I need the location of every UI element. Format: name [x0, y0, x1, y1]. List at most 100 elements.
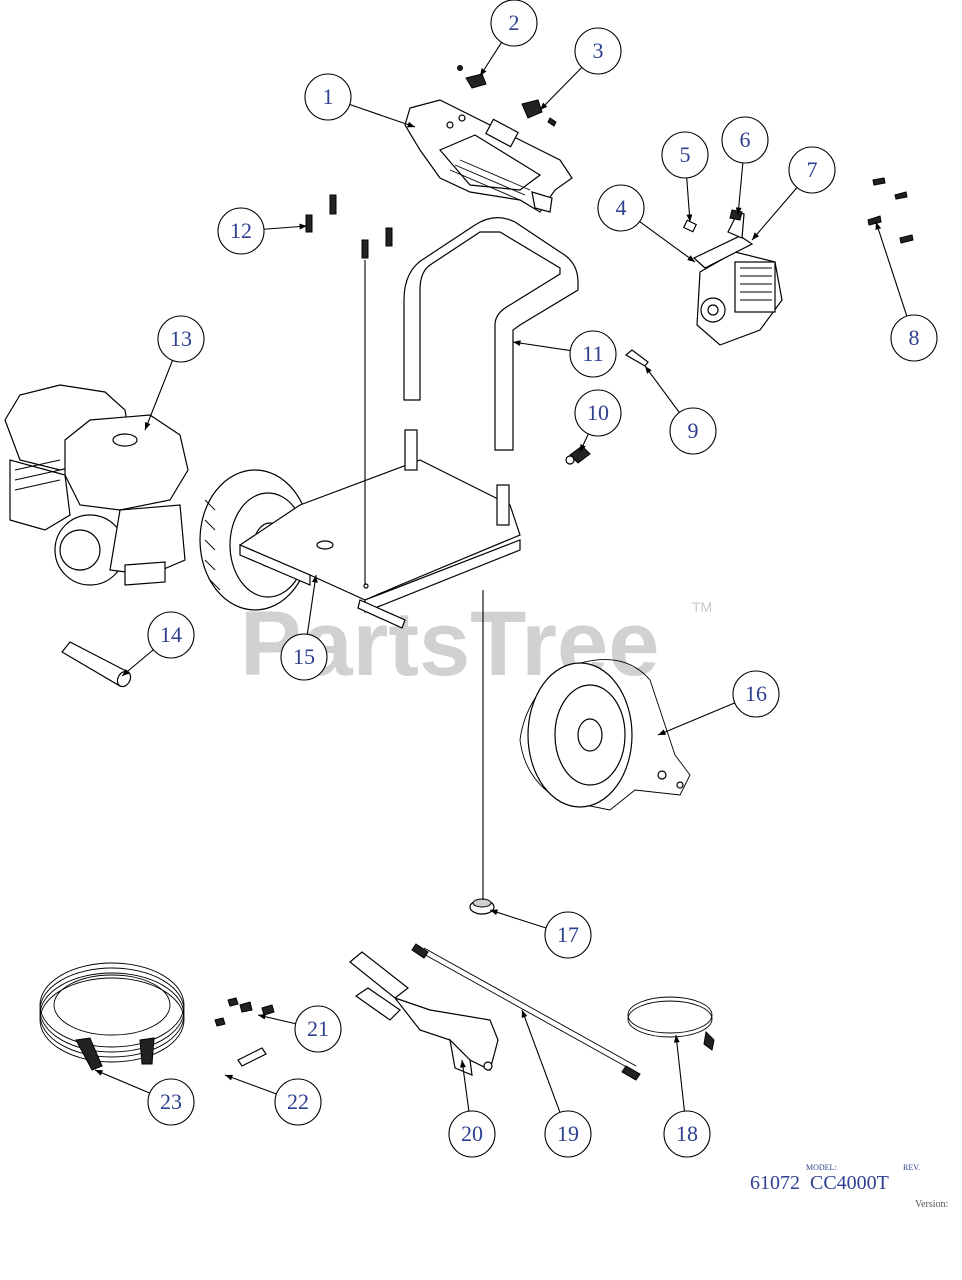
callout-leader-3 [539, 67, 583, 111]
tip-part-22 [237, 1047, 267, 1067]
callout-leader-19 [521, 1009, 561, 1113]
callout-12: 12 [217, 207, 308, 255]
callout-10: 10 [574, 389, 622, 453]
callout-leader-4 [639, 221, 696, 263]
callout-circle-23 [147, 1078, 195, 1126]
callout-arrow-9 [645, 366, 652, 374]
callout-arrow-17 [490, 909, 498, 916]
bolts-part-12 [305, 194, 393, 259]
knob-part-3 [521, 99, 557, 127]
callout-arrow-21 [258, 1013, 266, 1020]
callout-22: 22 [224, 1074, 322, 1126]
callout-circle-18 [663, 1110, 711, 1158]
callout-arrow-8 [875, 222, 882, 230]
callout-5: 5 [661, 131, 709, 223]
callout-leader-16 [657, 702, 735, 736]
callout-20: 20 [448, 1059, 496, 1158]
callout-number-11: 11 [582, 341, 603, 366]
bolts-part-8 [867, 177, 914, 244]
callout-2: 2 [479, 0, 538, 77]
callout-circle-15 [280, 633, 328, 681]
callout-number-18: 18 [676, 1121, 698, 1146]
callout-leader-8 [875, 221, 908, 317]
callout-leader-11 [512, 341, 571, 352]
callout-arrow-1 [407, 121, 415, 128]
callout-arrow-6 [735, 207, 742, 215]
callout-number-16: 16 [745, 681, 767, 706]
callout-arrow-13 [144, 422, 151, 430]
wheel-part-16 [519, 659, 691, 811]
callout-circle-19 [544, 1110, 592, 1158]
callout-number-9: 9 [688, 418, 699, 443]
callout-8: 8 [875, 221, 938, 362]
callout-leader-9 [644, 365, 680, 413]
callout-number-15: 15 [293, 644, 315, 669]
callout-circle-8 [890, 314, 938, 362]
callout-7: 7 [751, 146, 836, 241]
callout-number-13: 13 [170, 326, 192, 351]
callout-number-2: 2 [509, 10, 520, 35]
callout-leader-22 [224, 1074, 277, 1095]
knob-part-2 [457, 65, 487, 89]
callout-arrow-3 [540, 102, 548, 110]
callout-3: 3 [539, 27, 622, 111]
callout-leader-13 [144, 360, 174, 431]
hose-part-23 [39, 962, 185, 1071]
callout-number-20: 20 [461, 1121, 483, 1146]
frame-part-15 [238, 429, 521, 629]
callout-14: 14 [121, 611, 195, 677]
callout-leader-1 [349, 103, 416, 128]
callout-arrow-19 [521, 1010, 528, 1018]
callout-arrow-10 [580, 444, 586, 452]
version-label: Version: [915, 1199, 949, 1210]
callout-1: 1 [304, 73, 416, 128]
callout-9: 9 [644, 365, 717, 455]
callout-arrow-16 [658, 729, 666, 735]
callout-19: 19 [521, 1009, 592, 1158]
callout-circle-17 [544, 911, 592, 959]
sleeve-part-14 [61, 641, 132, 688]
screws-part-21 [214, 997, 275, 1027]
foot-part-17 [469, 898, 495, 915]
callout-circle-9 [669, 407, 717, 455]
callout-circle-7 [788, 146, 836, 194]
callout-13: 13 [144, 315, 205, 431]
callout-number-10: 10 [587, 400, 609, 425]
callout-circle-3 [574, 27, 622, 75]
rev-label: REV. [903, 1163, 920, 1172]
callout-17: 17 [489, 909, 592, 959]
callout-number-3: 3 [593, 38, 604, 63]
model-number: CC4000T [810, 1172, 889, 1194]
callout-number-6: 6 [740, 127, 751, 152]
callout-circle-2 [490, 0, 538, 47]
callout-arrow-11 [513, 340, 521, 347]
callout-leader-20 [461, 1059, 470, 1112]
knob-part-10 [565, 445, 591, 465]
callout-number-23: 23 [160, 1089, 182, 1114]
callout-arrow-15 [312, 575, 318, 583]
callout-leader-15 [306, 574, 317, 635]
callout-16: 16 [657, 670, 780, 736]
callout-circle-4 [597, 184, 645, 232]
callout-circle-1 [304, 73, 352, 121]
callout-circle-20 [448, 1110, 496, 1158]
control-panel-part [404, 99, 573, 213]
engine-part-13 [4, 384, 189, 586]
callout-number-14: 14 [160, 622, 182, 647]
callout-circle-10 [574, 389, 622, 437]
handle-part-11 [403, 217, 579, 451]
callout-circle-5 [661, 131, 709, 179]
callout-circle-12 [217, 207, 265, 255]
callout-arrow-14 [122, 668, 130, 676]
callout-arrow-12 [299, 223, 307, 230]
callout-arrow-2 [480, 68, 487, 76]
callout-arrow-22 [225, 1074, 233, 1081]
callout-circle-13 [157, 315, 205, 363]
callout-arrow-18 [673, 1035, 680, 1043]
callout-23: 23 [94, 1069, 195, 1126]
callout-number-22: 22 [287, 1089, 309, 1114]
key-part-9 [624, 349, 649, 367]
callout-number-8: 8 [909, 325, 920, 350]
part-code: 61072 [750, 1172, 800, 1194]
